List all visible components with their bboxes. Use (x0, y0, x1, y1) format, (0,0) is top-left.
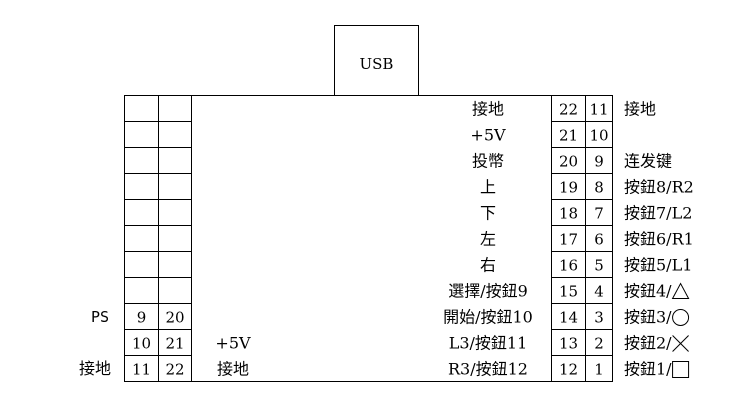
right-connector-row: 20 9 (559, 153, 604, 171)
cross-icon (672, 335, 689, 352)
circle-icon (672, 309, 690, 326)
right-connector-row: 22 11 (559, 101, 609, 119)
right-outer-label: 按鈕2/ (624, 334, 672, 353)
right-pin-a: 21 (559, 127, 578, 145)
right-pin-a: 18 (559, 205, 578, 223)
right-inner-label: 右 (480, 256, 496, 275)
right-inner-label: 接地 (472, 100, 504, 119)
square-icon (672, 361, 690, 378)
left-inner-label: 接地 (217, 360, 249, 379)
right-pin-b: 4 (594, 283, 604, 301)
right-outer-label: 连发键 (624, 152, 672, 171)
main-board (124, 95, 613, 382)
left-pin-a: 11 (132, 361, 151, 379)
right-connector: 22 11 21 10 20 9 19 8 18 7 17 6 16 5 15 4 14 3 13 2 12 1 (551, 95, 613, 382)
right-outer-label: 按鈕7/L2 (624, 204, 692, 223)
left-connector: 9 20 10 21 11 22 (124, 95, 192, 382)
right-inner-label: 選擇/按鈕9 (448, 282, 528, 301)
right-inner-label: 上 (480, 178, 496, 197)
right-outer-label: 按鈕1/ (624, 360, 672, 379)
ground-label-left: 接地 (79, 359, 111, 378)
right-pin-a: 14 (559, 309, 578, 327)
right-connector-row: 17 6 (559, 231, 604, 249)
right-pin-a: 19 (559, 179, 578, 197)
right-inner-label: 投幣 (472, 152, 504, 171)
right-pin-b: 5 (594, 257, 604, 275)
right-inner-label: L3/按鈕11 (449, 334, 528, 353)
right-connector-row: 18 7 (559, 205, 604, 223)
right-connector-row: 19 8 (559, 179, 604, 197)
left-connector-row: 9 20 (137, 309, 185, 327)
right-pin-b: 2 (594, 335, 604, 353)
right-inner-label: R3/按鈕12 (448, 360, 528, 379)
right-connector-row: 16 5 (559, 257, 604, 275)
left-pin-b: 20 (165, 309, 184, 327)
right-outer-label: 按鈕6/R1 (624, 230, 694, 249)
right-pin-a: 20 (559, 153, 578, 171)
right-outer-label: 接地 (624, 100, 656, 119)
left-inner-label: +5V (215, 334, 251, 353)
right-connector-row: 21 10 (559, 127, 609, 145)
ps-label: PS (91, 308, 109, 326)
right-connector-row: 15 4 (559, 283, 604, 301)
triangle-icon (671, 282, 690, 299)
right-inner-label: 左 (480, 230, 496, 249)
left-connector-row: 10 21 (132, 335, 185, 353)
right-pin-b: 8 (594, 179, 604, 197)
right-outer-label: 按鈕5/L1 (624, 256, 692, 275)
right-pin-a: 13 (559, 335, 578, 353)
right-outer-label: 按鈕8/R2 (624, 178, 694, 197)
right-pin-b: 3 (594, 309, 604, 327)
right-connector-row: 14 3 (559, 309, 604, 327)
right-inner-label: 開始/按鈕10 (443, 308, 533, 327)
right-pin-a: 15 (559, 283, 578, 301)
right-pin-b: 9 (594, 153, 604, 171)
right-connector-row: 13 2 (559, 335, 604, 353)
left-pin-a: 9 (137, 309, 147, 327)
right-pin-a: 12 (559, 361, 578, 379)
right-outer-label: 按鈕3/ (624, 308, 672, 327)
right-connector-row: 12 1 (559, 361, 604, 379)
right-pin-b: 7 (594, 205, 604, 223)
right-pin-b: 1 (594, 361, 604, 379)
left-pin-b: 22 (165, 361, 184, 379)
right-pin-a: 17 (559, 231, 578, 249)
left-pin-b: 21 (165, 335, 184, 353)
right-inner-label: +5V (470, 126, 506, 145)
right-pin-b: 11 (589, 101, 608, 119)
right-pin-a: 22 (559, 101, 578, 119)
right-pin-b: 6 (594, 231, 604, 249)
right-outer-label: 按鈕4/ (624, 282, 672, 301)
usb-label: USB (360, 55, 394, 73)
right-pin-a: 16 (559, 257, 578, 275)
left-inner-labels: +5V 接地 (215, 334, 251, 379)
right-pin-b: 10 (589, 127, 608, 145)
left-pin-a: 10 (132, 335, 151, 353)
right-inner-label: 下 (480, 204, 496, 223)
left-connector-row: 11 22 (132, 361, 185, 379)
